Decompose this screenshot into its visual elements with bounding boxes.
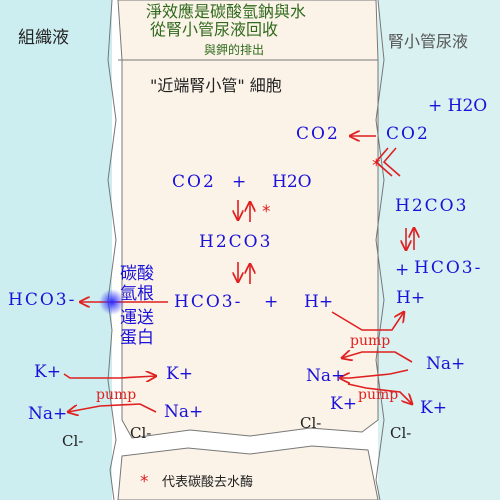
- cell-co2: CO2: [172, 172, 216, 192]
- apical-cl-urine: Cl-: [390, 424, 412, 442]
- transporter-line-4: 蛋白: [120, 328, 154, 348]
- na-apical-in-arrow: [340, 369, 409, 378]
- urine-h2co3: H2CO3: [395, 196, 469, 216]
- urine-h-plus: H+: [396, 288, 426, 308]
- tubule-urine-label: 腎小管尿液: [388, 32, 469, 51]
- tissue-hco3: HCO3-: [8, 290, 77, 310]
- cell-h-plus: H+: [304, 292, 334, 312]
- apical-cl-cell: Cl-: [300, 414, 322, 432]
- k-pump-in-arrow: [63, 374, 156, 378]
- transporter-line-3: 運送: [120, 308, 154, 328]
- apical-na-out: Na+: [426, 354, 466, 374]
- tissue-k-plus: K+: [34, 362, 61, 382]
- cell-h2co3: H2CO3: [199, 232, 273, 252]
- k-apical-out-arrow: [347, 383, 412, 404]
- cell-hco3: HCO3-: [174, 292, 243, 312]
- na-pump-out-arrow: [68, 403, 157, 412]
- apical-k-urine: K+: [420, 398, 447, 418]
- title-line-3: 與鉀的排出: [204, 43, 265, 57]
- na-reabsorption-arrow: [342, 352, 413, 363]
- tissue-na-plus: Na+: [28, 404, 68, 424]
- apical-pump-label-1: pump: [350, 333, 391, 349]
- cell-co2-diffused: CO2: [296, 124, 340, 144]
- legend-text: 代表碳酸去水酶: [162, 475, 254, 490]
- urine-plus: +: [395, 260, 410, 280]
- transporter-glow: [99, 289, 125, 315]
- cell-k-plus: K+: [166, 364, 193, 384]
- carbonic-anhydrase-marker-membrane: *: [372, 156, 381, 176]
- transporter-line-2: 氫根: [120, 284, 154, 304]
- tubule-cell-lower: [117, 445, 379, 500]
- cell-na-plus: Na+: [164, 402, 204, 422]
- cell-label: "近端腎小管" 細胞: [150, 76, 282, 95]
- tissue-fluid-region: [0, 0, 112, 500]
- cell-cl-minus: Cl-: [130, 424, 152, 442]
- cell-plus-2: +: [264, 292, 279, 312]
- co2-entry-chevron-2: [382, 147, 401, 177]
- tubule-urine-region: [378, 0, 500, 500]
- carbonic-anhydrase-marker-cell: *: [262, 202, 271, 222]
- tissue-cl-minus: Cl-: [62, 432, 84, 450]
- apical-pump-label-2: pump: [358, 387, 399, 403]
- co2-entry-chevron: [374, 147, 393, 177]
- h-secretion-arrow: [331, 312, 404, 331]
- title-line-2: 從腎小管尿液回收: [150, 20, 279, 39]
- legend-asterisk: *: [140, 472, 149, 492]
- cell-plus-1: +: [232, 172, 247, 192]
- urine-co2: CO2: [386, 124, 430, 144]
- cell-h2o: H2O: [272, 172, 312, 192]
- urine-h2o: + H2O: [428, 96, 488, 116]
- apical-membrane: [375, 0, 385, 500]
- title-line-1: 淨效應是碳酸氫鈉與水: [146, 2, 307, 21]
- urine-hco3: HCO3-: [414, 258, 483, 278]
- tissue-fluid-label: 組織液: [18, 28, 69, 48]
- basolateral-pump-label: pump: [96, 387, 137, 403]
- transporter-line-1: 碳酸: [120, 264, 154, 284]
- tubule-cell: [117, 0, 379, 439]
- apical-na-in: Na+: [306, 366, 346, 386]
- apical-k-cell: K+: [330, 394, 357, 414]
